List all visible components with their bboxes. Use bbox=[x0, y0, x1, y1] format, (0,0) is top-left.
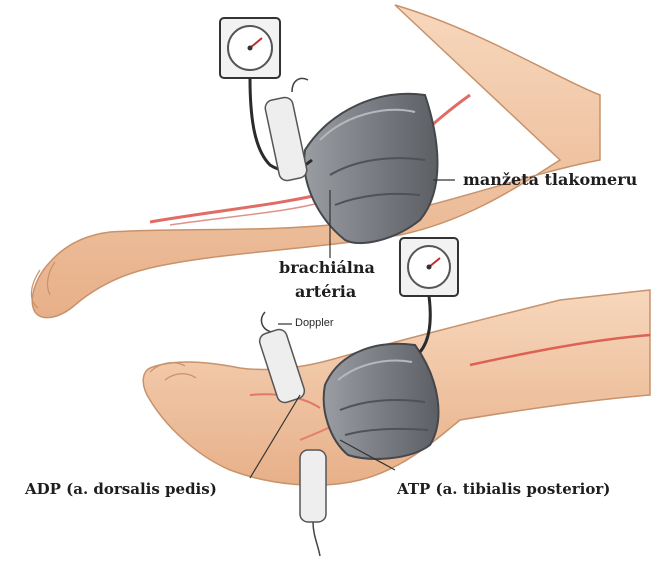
cuff-label: manžeta tlakomeru bbox=[463, 170, 637, 189]
arm-vessel bbox=[170, 200, 330, 225]
atp-label: ATP (a. tibialis posterior) bbox=[397, 480, 610, 498]
adp-label: ADP (a. dorsalis pedis) bbox=[25, 480, 217, 498]
doppler-probe-icon bbox=[264, 96, 308, 182]
blood-pressure-cuff-icon bbox=[304, 94, 437, 243]
leg-doppler-bottom bbox=[300, 450, 326, 556]
brachial-artery-label-2: artéria bbox=[295, 282, 356, 301]
arm-cuff bbox=[304, 94, 437, 243]
brachial-artery-label-1: brachiálna bbox=[279, 258, 375, 277]
doppler-label: Doppler bbox=[295, 317, 334, 329]
doppler-probe-icon bbox=[300, 450, 326, 522]
